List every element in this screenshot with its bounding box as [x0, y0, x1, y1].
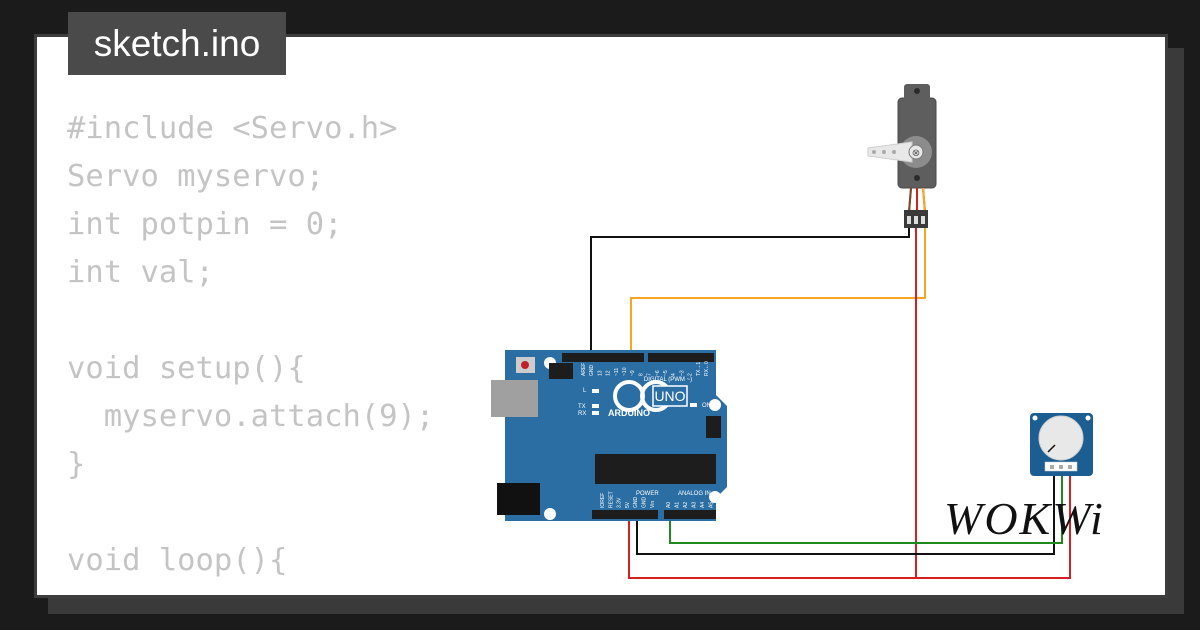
wokwi-logo: WOKWi: [944, 493, 1105, 544]
pin-label: GND: [642, 497, 648, 509]
pin-label: 13: [597, 370, 603, 376]
potentiometer[interactable]: [1030, 413, 1093, 476]
small-header: [549, 363, 573, 379]
pin-label: ~10: [622, 367, 628, 376]
power-jack: [497, 483, 540, 515]
on-led-label: ON: [702, 403, 711, 409]
pin-label: 8: [638, 373, 644, 376]
wire-gnd-servo[interactable]: [590, 226, 910, 358]
code-line: val = analogRead(potpin);: [67, 585, 563, 595]
led-rx-icon: [592, 411, 599, 415]
pin-label: RESET: [608, 491, 614, 508]
pin-label: A1: [675, 502, 681, 508]
mounting-hole-icon: [709, 399, 721, 411]
pot-knob[interactable]: [1038, 415, 1084, 461]
board-brand-label: ARDUINO: [608, 408, 650, 418]
pin-label: IOREF: [600, 493, 606, 508]
preview-card: #include <Servo.h> Servo myservo; int potp…: [34, 34, 1168, 598]
code-line: myservo.attach(9);: [67, 399, 435, 434]
led-tx-icon: [592, 404, 599, 408]
analog-pins-label: ANALOG IN: [678, 491, 711, 497]
digital-pins-label: DIGITAL (PWM ~): [644, 377, 692, 383]
pin-label: 12: [606, 370, 612, 376]
pin-label: ~9: [630, 370, 636, 376]
code-line: int potpin = 0;: [67, 207, 343, 242]
pin-label: 2: [688, 373, 694, 376]
pin-label: ~11: [614, 368, 620, 376]
pin-label: A2: [683, 502, 689, 508]
pin-label: A5: [709, 502, 715, 508]
code-line: #include <Servo.h>: [67, 111, 398, 146]
wire-5v-pot[interactable]: [628, 470, 1071, 579]
wires: [590, 226, 1071, 579]
pin-label: RX←0: [704, 361, 710, 376]
code-line: Servo myservo;: [67, 159, 325, 194]
pin-label: A4: [700, 502, 706, 508]
pin-label: TX→1: [696, 362, 702, 376]
led-l-icon: [592, 389, 599, 393]
digital-header-left[interactable]: [562, 353, 644, 362]
pin-label: ~5: [663, 370, 669, 376]
pin-label: ~3: [679, 370, 685, 376]
servo-screw-icon: [914, 175, 920, 181]
servo-screw-icon: [914, 88, 920, 94]
code-line: void setup(){: [67, 351, 306, 386]
pin-label: 7: [647, 373, 653, 376]
digital-header-right[interactable]: [648, 353, 714, 362]
arduino-uno-board[interactable]: UNO ARDUINO DIGITAL (PWM ~) POWER ANALOG…: [491, 350, 727, 521]
power-pins-label: POWER: [636, 491, 659, 497]
code-line: int val;: [67, 255, 214, 290]
mounting-hole-icon: [544, 508, 556, 520]
tx-led-label: TX: [578, 404, 586, 410]
pin-label: A0: [666, 502, 672, 508]
code-line: }: [67, 447, 86, 482]
board-model-label: UNO: [654, 388, 685, 404]
pin-label: GND: [589, 365, 595, 377]
rx-led-label: RX: [578, 411, 586, 417]
power-header[interactable]: [592, 510, 658, 519]
atmega-chip: [595, 454, 716, 484]
pin-label: 3.3V: [617, 497, 623, 508]
pin-label: Vin: [650, 501, 656, 508]
servo-horn-icon: [867, 141, 913, 163]
analog-header[interactable]: [664, 510, 716, 519]
code-line: void loop(){: [67, 543, 288, 578]
wire-signal-servo[interactable]: [630, 226, 926, 358]
l-led-label: L: [583, 388, 587, 394]
mounting-hole-icon: [709, 491, 721, 503]
icsp-header: [706, 416, 721, 438]
wire-gnd-pot[interactable]: [636, 470, 1055, 555]
led-on-icon: [690, 403, 697, 407]
code-editor: #include <Servo.h> Servo myservo; int potp…: [67, 105, 563, 595]
svg-text:⊗: ⊗: [912, 148, 920, 159]
servo-motor[interactable]: ⊗: [867, 84, 937, 228]
file-tab[interactable]: sketch.ino: [68, 12, 286, 75]
pin-label: GND: [633, 497, 639, 509]
usb-port: [491, 380, 538, 417]
pin-label: 5V: [625, 501, 631, 508]
pin-label: AREF: [581, 363, 587, 376]
wire-a0-pot[interactable]: [669, 470, 1063, 544]
pin-label: 4: [671, 373, 677, 376]
pin-label: ~6: [655, 370, 661, 376]
pin-label: A3: [692, 502, 698, 508]
